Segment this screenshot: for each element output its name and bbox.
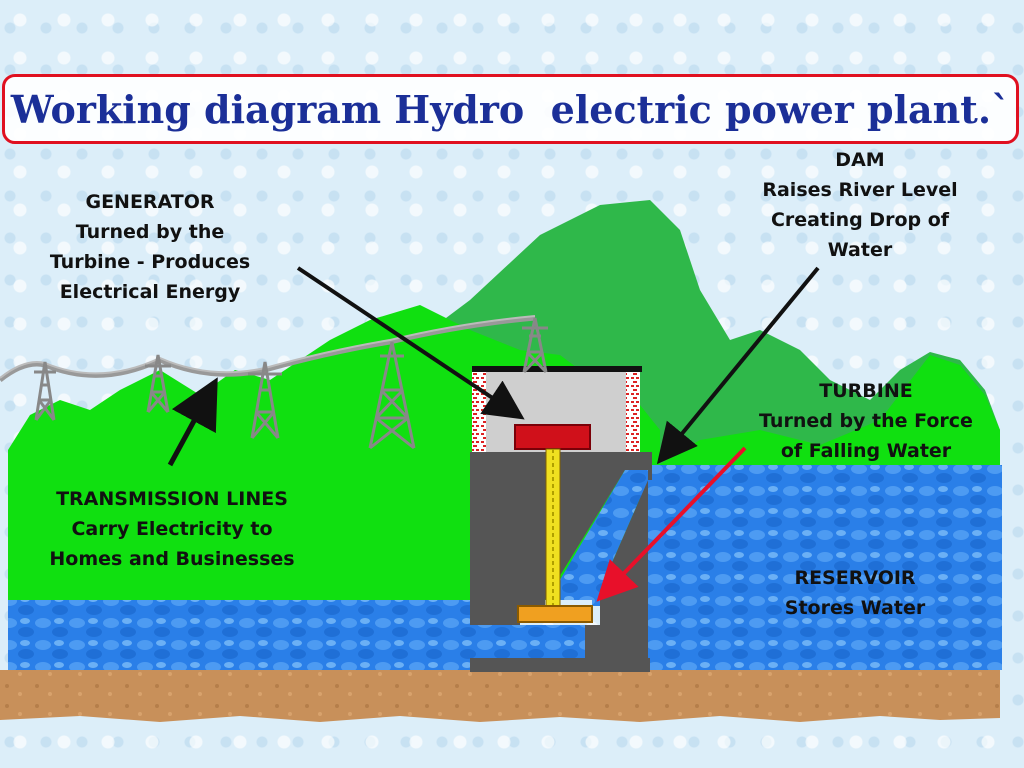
reservoir-label: RESERVOIR Stores Water <box>784 567 926 619</box>
green-hills-right <box>650 355 1000 470</box>
dam-label: DAM Raises River Level Creating Drop of … <box>762 149 958 261</box>
title-banner: Working diagram Hydro electric power pla… <box>2 74 1019 144</box>
reservoir-water <box>640 465 1002 670</box>
transmission-arrow <box>167 377 218 467</box>
tower-4 <box>368 341 416 450</box>
turbine-label: TURBINE Turned by the Force of Falling W… <box>759 380 973 462</box>
transmission-label: TRANSMISSION LINES Carry Electricity to … <box>49 488 295 570</box>
dam-body <box>470 452 652 672</box>
page-title: Working diagram Hydro electric power pla… <box>10 86 1011 132</box>
tower-5 <box>522 317 548 374</box>
tower-1 <box>34 361 56 421</box>
dam-base <box>470 658 650 672</box>
generator <box>514 424 591 450</box>
outlet-water <box>470 625 595 661</box>
ground <box>0 670 1000 722</box>
river-water <box>8 600 478 670</box>
turbine <box>517 605 593 623</box>
dam-left-base <box>470 468 530 625</box>
penstock <box>548 470 648 606</box>
tower-2 <box>145 354 171 413</box>
powerhouse-wall-right <box>626 370 640 452</box>
generator-label: GENERATOR Turned by the Turbine - Produc… <box>49 191 251 303</box>
tower-3 <box>248 361 282 439</box>
generator-arrow <box>296 266 525 420</box>
powerhouse-roof <box>472 366 642 372</box>
dam-arrow <box>656 266 820 465</box>
powerhouse-wall-left <box>472 370 486 452</box>
turbine-arrow <box>596 446 747 602</box>
